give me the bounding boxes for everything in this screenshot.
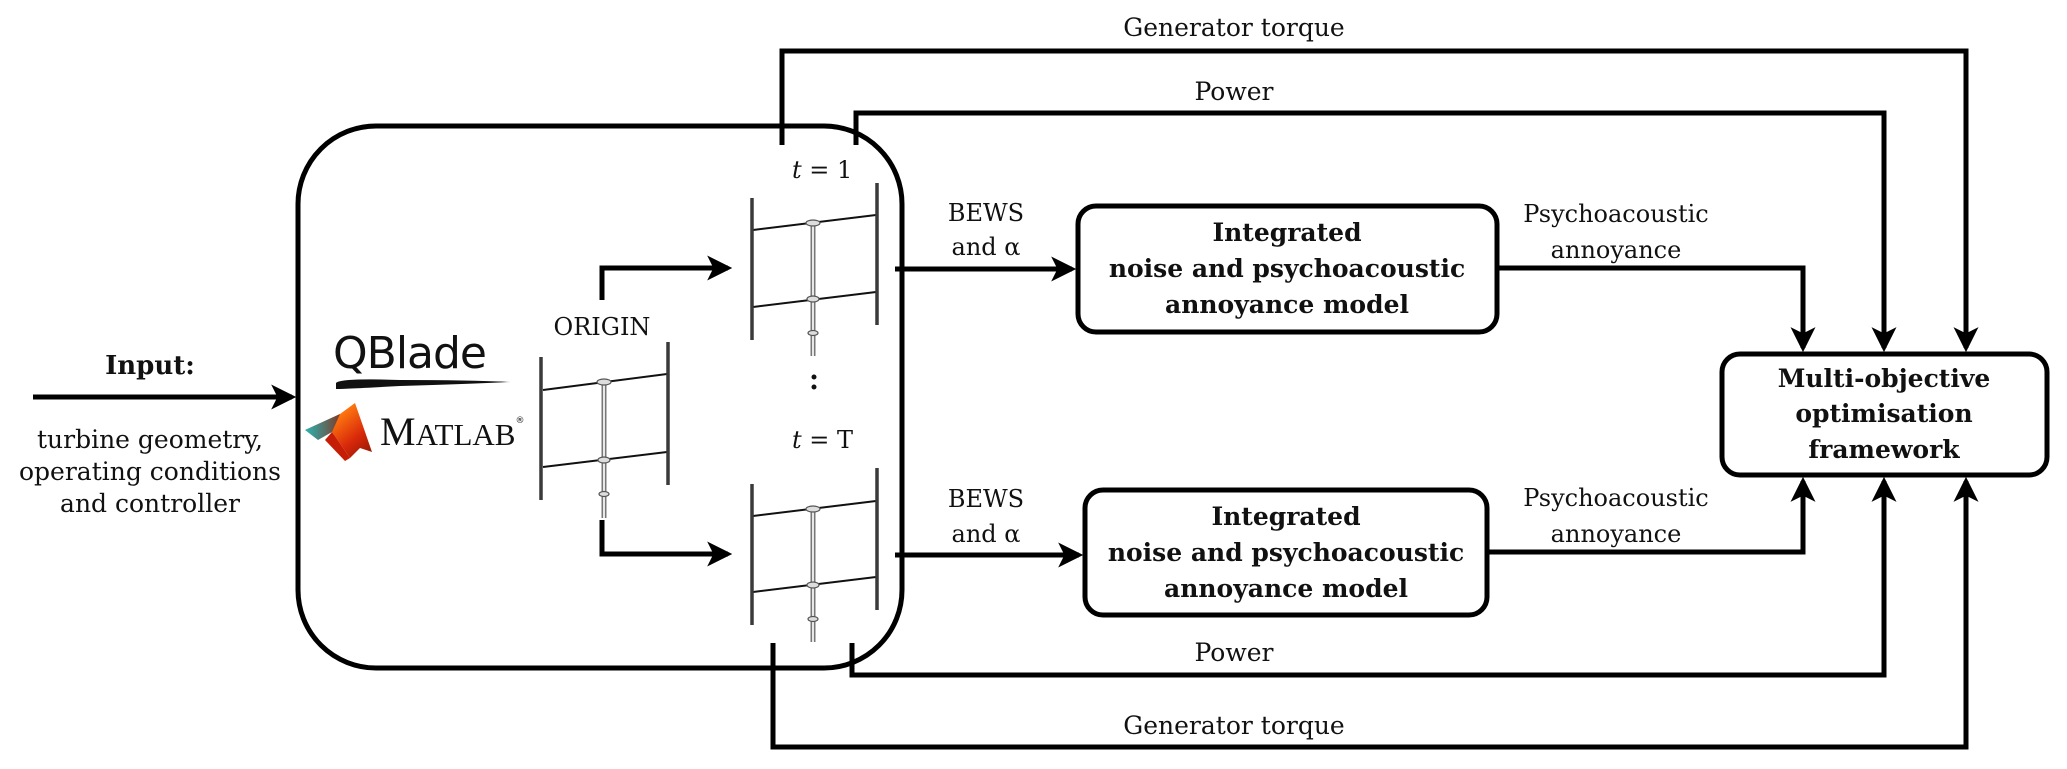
origin-to-t1-arrow xyxy=(599,255,733,300)
noise-model-upper-line-1: Integrated xyxy=(1212,218,1361,247)
torque-top-label: Generator torque xyxy=(1123,13,1344,42)
bews-upper-label-1: BEWS xyxy=(948,199,1024,227)
t-last-label: t = T xyxy=(792,426,853,454)
optimiser-box xyxy=(1719,351,2050,478)
noise-model-lower-line-2: noise and psychoacoustic xyxy=(1108,538,1464,567)
psycho-lower-arrow xyxy=(1487,476,1816,555)
qblade-swoosh-icon xyxy=(336,379,510,389)
matlab-wordmark: MATLAB® xyxy=(380,409,524,454)
input-block: Input: turbine geometry, operating condi… xyxy=(19,351,297,518)
matlab-membrane-icon xyxy=(305,403,372,461)
psycho-lower-label-1: Psychoacoustic xyxy=(1523,484,1708,512)
bews-lower-label-2: and α xyxy=(952,520,1021,548)
input-description-line-2: operating conditions xyxy=(19,457,281,486)
origin-to-tT-arrow xyxy=(599,520,733,567)
power-top-arrow xyxy=(853,110,1897,353)
input-title: Input: xyxy=(105,351,195,381)
qblade-wordmark: QBlade xyxy=(333,328,486,379)
turbine-t1-icon xyxy=(750,183,879,356)
optimiser-line-2: optimisation xyxy=(1795,399,1972,428)
optimiser-line-3: framework xyxy=(1808,435,1960,464)
turbine-tT-icon xyxy=(750,468,879,642)
optimiser-line-1: Multi-objective xyxy=(1778,364,1991,393)
torque-bottom-arrow xyxy=(770,476,1979,750)
power-bottom-label: Power xyxy=(1194,638,1273,667)
torque-top-arrow xyxy=(779,48,1979,353)
origin-label: ORIGIN xyxy=(554,313,651,341)
noise-model-lower-line-3: annoyance model xyxy=(1164,574,1408,603)
time-ellipsis xyxy=(811,374,817,390)
bews-upper-label-2: and α xyxy=(952,233,1021,261)
power-bottom-arrow xyxy=(849,476,1897,678)
t-first-label: t = 1 xyxy=(792,156,852,184)
power-top-label: Power xyxy=(1194,77,1273,106)
origin-turbine-icon xyxy=(539,342,670,518)
psycho-upper-label-2: annoyance xyxy=(1551,236,1682,264)
qblade-logo: QBlade xyxy=(333,328,510,389)
noise-model-upper-line-2: noise and psychoacoustic xyxy=(1109,254,1465,283)
simulation-container xyxy=(295,123,905,671)
bews-lower-label-1: BEWS xyxy=(948,485,1024,513)
psycho-upper-label-1: Psychoacoustic xyxy=(1523,200,1708,228)
psycho-upper-arrow xyxy=(1497,265,1816,353)
matlab-logo: MATLAB® xyxy=(305,403,524,461)
input-description-line-1: turbine geometry, xyxy=(37,425,263,454)
torque-bottom-label: Generator torque xyxy=(1123,711,1344,740)
input-description-line-3: and controller xyxy=(60,489,240,518)
noise-model-upper-line-3: annoyance model xyxy=(1165,290,1409,319)
psycho-lower-label-2: annoyance xyxy=(1551,520,1682,548)
noise-model-lower-line-1: Integrated xyxy=(1211,502,1360,531)
